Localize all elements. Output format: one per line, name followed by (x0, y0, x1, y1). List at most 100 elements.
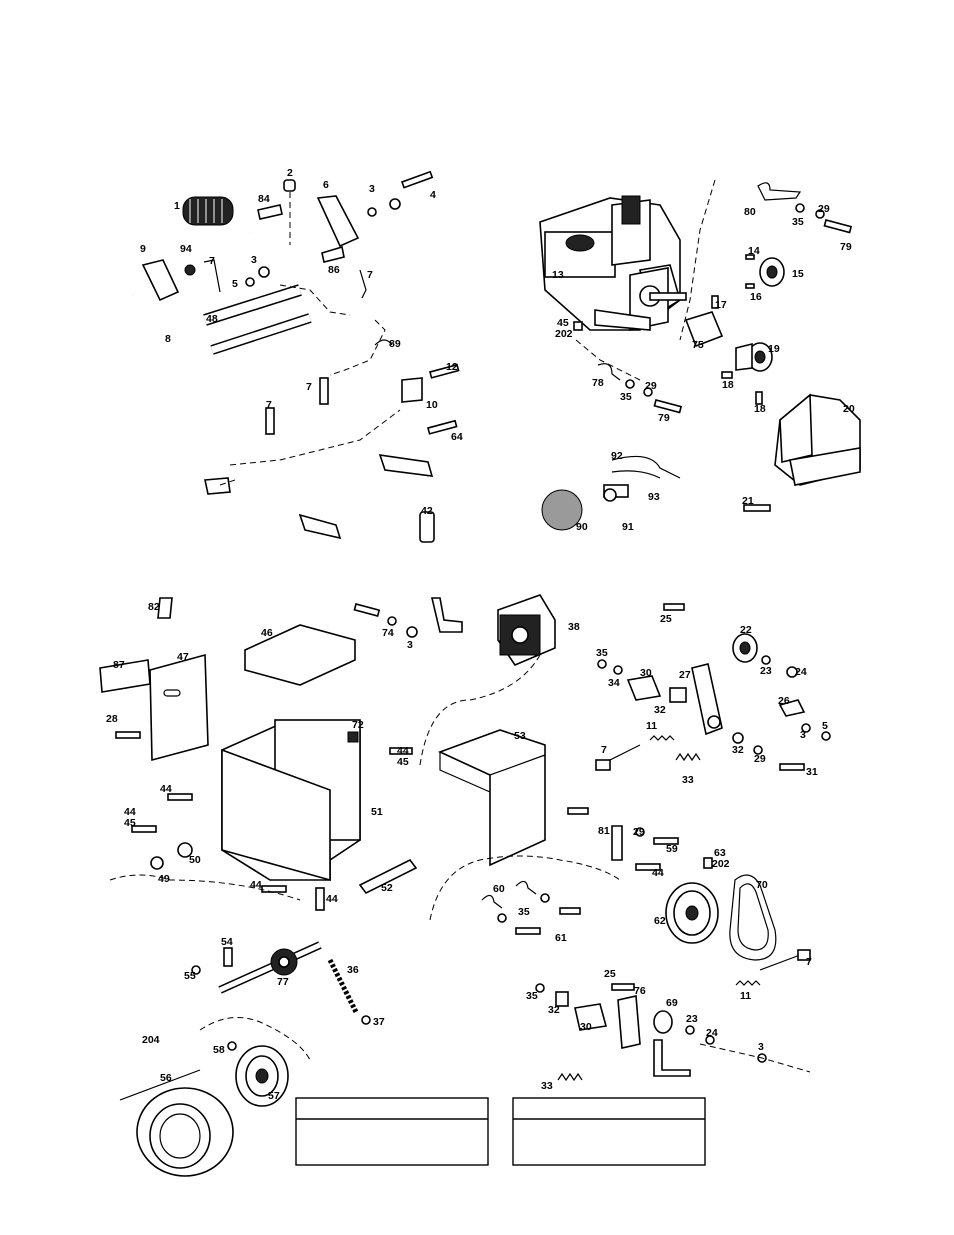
callout: 12 (446, 361, 458, 373)
plug-cap (283, 179, 296, 192)
callout: 44 (250, 879, 262, 891)
parts-table-left (295, 1097, 489, 1166)
handle-assembly (129, 170, 460, 543)
hand-grip (182, 196, 234, 226)
callout: 19 (768, 343, 780, 355)
lever (141, 259, 180, 302)
callout: 35 (596, 647, 608, 659)
callout: 17 (715, 299, 727, 311)
parts-table-right (512, 1097, 706, 1166)
engine (539, 195, 687, 331)
callout: 29 (633, 826, 645, 838)
callout: 44 (160, 783, 172, 795)
callout: 32 (654, 704, 666, 716)
callout: 3 (251, 254, 257, 266)
callout: 63 (714, 847, 726, 859)
callout: 7 (367, 269, 373, 281)
callout: 90 (576, 521, 588, 533)
callout: 44 (124, 806, 136, 818)
callout: 35 (792, 216, 804, 228)
callout: 44 (652, 867, 664, 879)
callout: 70 (756, 879, 768, 891)
callout: 7 (306, 381, 312, 393)
callout: 26 (778, 695, 790, 707)
callout: 75 (692, 339, 704, 351)
callout: 79 (658, 412, 670, 424)
callout: 204 (142, 1034, 160, 1046)
callout: 18 (754, 403, 766, 415)
callout: 25 (604, 968, 616, 980)
handle-callouts: 1 2 84 6 3 4 9 94 7 3 5 86 7 48 8 89 12 … (140, 167, 463, 517)
callout: 91 (622, 521, 634, 533)
callout: 42 (421, 505, 433, 517)
engine-callouts: 80 29 35 79 14 15 13 16 17 45 202 75 19 … (552, 203, 855, 533)
callout: 7 (806, 956, 812, 968)
callout: 44 (397, 745, 409, 757)
callout: 69 (666, 997, 678, 1009)
callout: 47 (177, 651, 189, 663)
callout: 3 (369, 183, 375, 195)
callout: 58 (213, 1044, 225, 1056)
callout: 7 (601, 744, 607, 756)
callout: 94 (180, 243, 192, 255)
callout: 30 (640, 667, 652, 679)
callout: 4 (430, 189, 436, 201)
callout: 33 (682, 774, 694, 786)
control-lever (316, 195, 360, 248)
callout: 74 (382, 627, 394, 639)
callout: 8 (165, 333, 171, 345)
callout: 37 (373, 1016, 385, 1028)
callout: 32 (732, 744, 744, 756)
callout: 60 (493, 883, 505, 895)
callout: 14 (748, 245, 760, 257)
callout: 49 (158, 873, 170, 885)
callout: 87 (113, 659, 125, 671)
callout: 76 (634, 985, 646, 997)
callout: 9 (140, 243, 146, 255)
callout: 35 (526, 990, 538, 1002)
callout: 53 (514, 730, 526, 742)
callout: 3 (800, 729, 806, 741)
callout: 44 (326, 893, 338, 905)
callout: 11 (646, 720, 657, 732)
callout: 3 (407, 639, 413, 651)
callout: 21 (742, 495, 754, 507)
callout: 45 (397, 756, 409, 768)
tire (136, 1087, 234, 1177)
callout: 80 (744, 206, 756, 218)
handle-frame (129, 227, 434, 540)
wheel (235, 1045, 289, 1107)
frame-assembly (99, 594, 831, 1177)
callout: 84 (258, 193, 270, 205)
callout: 29 (645, 380, 657, 392)
mount-plate (437, 729, 546, 867)
callout: 79 (840, 241, 852, 253)
decal (257, 204, 283, 220)
callout: 13 (552, 269, 564, 281)
axle-sprocket (218, 941, 322, 994)
callout: 55 (184, 970, 196, 982)
callout: 62 (654, 915, 666, 927)
callout: 34 (608, 677, 620, 689)
callout: 15 (792, 268, 804, 280)
callout: 32 (548, 1004, 560, 1016)
tray (244, 624, 356, 686)
callout: 11 (740, 990, 751, 1002)
callout: 45 (557, 317, 569, 329)
callout: 1 (174, 200, 180, 212)
callout: 77 (277, 976, 289, 988)
callout: 50 (189, 854, 201, 866)
callout: 81 (598, 825, 610, 837)
callout: 45 (124, 817, 136, 829)
callout: 30 (580, 1021, 592, 1033)
callout: 202 (712, 858, 730, 870)
callout: 5 (822, 720, 828, 732)
frame-callouts: 82 74 3 38 25 87 47 46 22 35 30 23 24 34… (106, 601, 828, 1102)
callout: 23 (760, 665, 772, 677)
callout: 46 (261, 627, 273, 639)
callout: 51 (371, 806, 383, 818)
callout: 7 (209, 255, 215, 267)
callout: 6 (323, 179, 329, 191)
callout: 31 (806, 766, 818, 778)
